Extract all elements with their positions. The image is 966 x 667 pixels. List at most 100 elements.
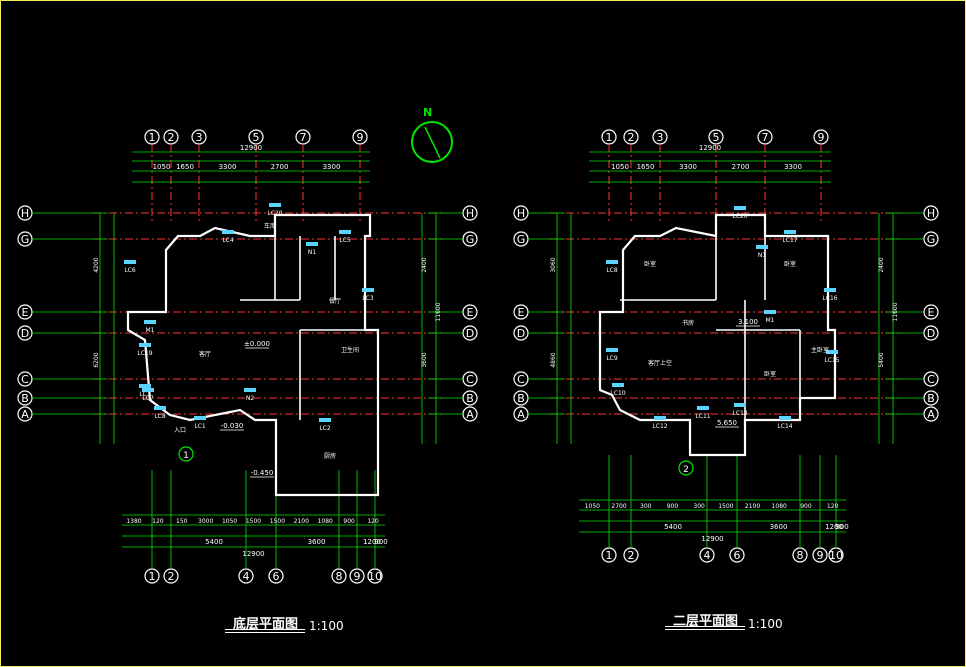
bottom-detail-dim-3: 900 bbox=[667, 503, 679, 510]
walls bbox=[126, 213, 380, 497]
axis-bubble-left-A-label: A bbox=[517, 408, 525, 421]
axis-bubble-right-E-label: E bbox=[467, 306, 474, 319]
axis-bubble-left-B-label: B bbox=[517, 392, 525, 405]
plan1-title-underline2 bbox=[225, 632, 305, 633]
section-mark-label: 2 bbox=[683, 465, 689, 475]
bottom-dim-1: 3600 bbox=[308, 538, 326, 546]
bottom-dim-1: 3600 bbox=[770, 523, 788, 531]
bottom-detail-dim-6: 2100 bbox=[745, 503, 760, 510]
window-label-12: N2 bbox=[246, 395, 254, 402]
outer-wall bbox=[126, 213, 380, 497]
right-side-dim-2: 3600 bbox=[421, 352, 428, 367]
level-label-0: 3.100 bbox=[738, 318, 758, 326]
window-label-1: LC4 bbox=[222, 237, 234, 244]
walls bbox=[598, 213, 837, 457]
top-dim-2: 3300 bbox=[219, 163, 237, 171]
level-label-2: -0.450 bbox=[251, 469, 274, 477]
axis-bubble-bottom-1-label: 1 bbox=[149, 570, 156, 583]
axis-bubble-left-D-label: D bbox=[517, 327, 525, 340]
axis-bubble-left-H-label: H bbox=[21, 207, 29, 220]
window-label-10: LC8 bbox=[606, 267, 618, 274]
window-label-11: N1 bbox=[758, 252, 766, 259]
axis-bubble-left-E-label: E bbox=[518, 306, 525, 319]
axis-bubble-top-3-label: 3 bbox=[196, 131, 203, 144]
level-label-1: 5.650 bbox=[717, 419, 737, 427]
axis-bubble-top-7-label: 7 bbox=[300, 131, 307, 144]
window-mark-11 bbox=[756, 245, 768, 249]
window-label-8: LC19 bbox=[137, 350, 152, 357]
top-dim-0: 1050 bbox=[153, 163, 171, 171]
window-label-2: LC5 bbox=[339, 237, 351, 244]
window-mark-13 bbox=[142, 388, 154, 392]
bottom-detail-dim-5: 1500 bbox=[718, 503, 733, 510]
window-mark-0 bbox=[734, 206, 746, 210]
top-dim-3: 2700 bbox=[271, 163, 289, 171]
top-dim-2: 3300 bbox=[679, 163, 697, 171]
bottom-detail-dim-10: 120 bbox=[367, 518, 379, 525]
axis-bubble-right-D-label: D bbox=[466, 327, 474, 340]
window-label-12: M1 bbox=[766, 317, 775, 324]
axis-bubble-right-E-label: E bbox=[928, 306, 935, 319]
bottom-overall-dim: 12900 bbox=[242, 550, 264, 558]
window-label-0: LC20 bbox=[732, 213, 747, 220]
plan2-title: 二层平面图 bbox=[673, 614, 739, 629]
plan2-title-underline bbox=[665, 626, 745, 627]
bottom-detail-dim-8: 900 bbox=[800, 503, 812, 510]
top-dim-0: 1050 bbox=[611, 163, 629, 171]
axis-bubble-bottom-9-label: 9 bbox=[817, 549, 824, 562]
axis-bubble-right-B-label: B bbox=[927, 392, 935, 405]
axis-bubble-left-C-label: C bbox=[21, 373, 29, 386]
bottom-detail-dim-4: 1050 bbox=[222, 518, 237, 525]
window-mark-5 bbox=[734, 403, 746, 407]
bottom-detail-dim-0: 1050 bbox=[585, 503, 600, 510]
window-mark-2 bbox=[339, 230, 351, 234]
section-mark-circle bbox=[678, 460, 694, 476]
axis-bubble-right-A-label: A bbox=[927, 408, 935, 421]
window-mark-4 bbox=[779, 416, 791, 420]
axis-bubble-top-2-label: 2 bbox=[628, 131, 635, 144]
axis-bubble-top-9-label: 9 bbox=[357, 131, 364, 144]
plan2-title-underline2 bbox=[665, 629, 745, 630]
axis-bubble-right-G-label: G bbox=[927, 233, 936, 246]
axis-bubble-right-C-label: C bbox=[927, 373, 935, 386]
window-label-9: LC6 bbox=[124, 267, 136, 274]
axis-bubble-bottom-8-label: 8 bbox=[797, 549, 804, 562]
window-label-1: LC17 bbox=[782, 237, 797, 244]
right-side-dim-0: 11600 bbox=[435, 302, 442, 321]
axis-bubble-bottom-8-label: 8 bbox=[336, 570, 343, 583]
bottom-dim-0: 5400 bbox=[664, 523, 682, 531]
top-overall-dim: 12900 bbox=[240, 144, 262, 152]
bottom-detail-dim-9: 120 bbox=[827, 503, 839, 510]
level-label-0: ±0.000 bbox=[244, 340, 270, 348]
window-mark-12 bbox=[244, 388, 256, 392]
bottom-dim-3: 900 bbox=[835, 523, 848, 531]
bottom-detail-dim-3: 3000 bbox=[198, 518, 213, 525]
window-label-3: LC3 bbox=[362, 295, 374, 302]
room-label-4: 车库 bbox=[264, 222, 276, 230]
axis-bubble-right-B-label: B bbox=[466, 392, 474, 405]
window-label-7: LC11 bbox=[695, 413, 710, 420]
room-label-1: 厨房 bbox=[324, 452, 336, 460]
axis-bubble-right-D-label: D bbox=[927, 327, 935, 340]
window-mark-12 bbox=[764, 310, 776, 314]
room-label-5: 入口 bbox=[174, 427, 186, 434]
window-mark-10 bbox=[606, 260, 618, 264]
axis-bubble-bottom-1-label: 1 bbox=[606, 549, 613, 562]
window-mark-7 bbox=[697, 406, 709, 410]
room-label-5: 书房 bbox=[682, 319, 694, 327]
plan1-title: 底层平面图 bbox=[233, 617, 299, 632]
top-dim-3: 2700 bbox=[732, 163, 750, 171]
window-label-10: M1 bbox=[146, 327, 155, 334]
window-label-4: LC2 bbox=[319, 425, 331, 432]
plan2-scale: 1:100 bbox=[748, 617, 783, 631]
window-mark-2 bbox=[824, 288, 836, 292]
axis-bubble-top-9-label: 9 bbox=[818, 131, 825, 144]
window-mark-6 bbox=[654, 416, 666, 420]
top-dim-1: 1650 bbox=[637, 163, 655, 171]
axis-bubble-left-H-label: H bbox=[517, 207, 525, 220]
room-label-0: 客厅 bbox=[199, 350, 211, 358]
right-side-dim-2: 5400 bbox=[878, 352, 885, 367]
axis-bubble-right-H-label: H bbox=[927, 207, 935, 220]
left-side-dim-0: 4200 bbox=[93, 257, 100, 272]
